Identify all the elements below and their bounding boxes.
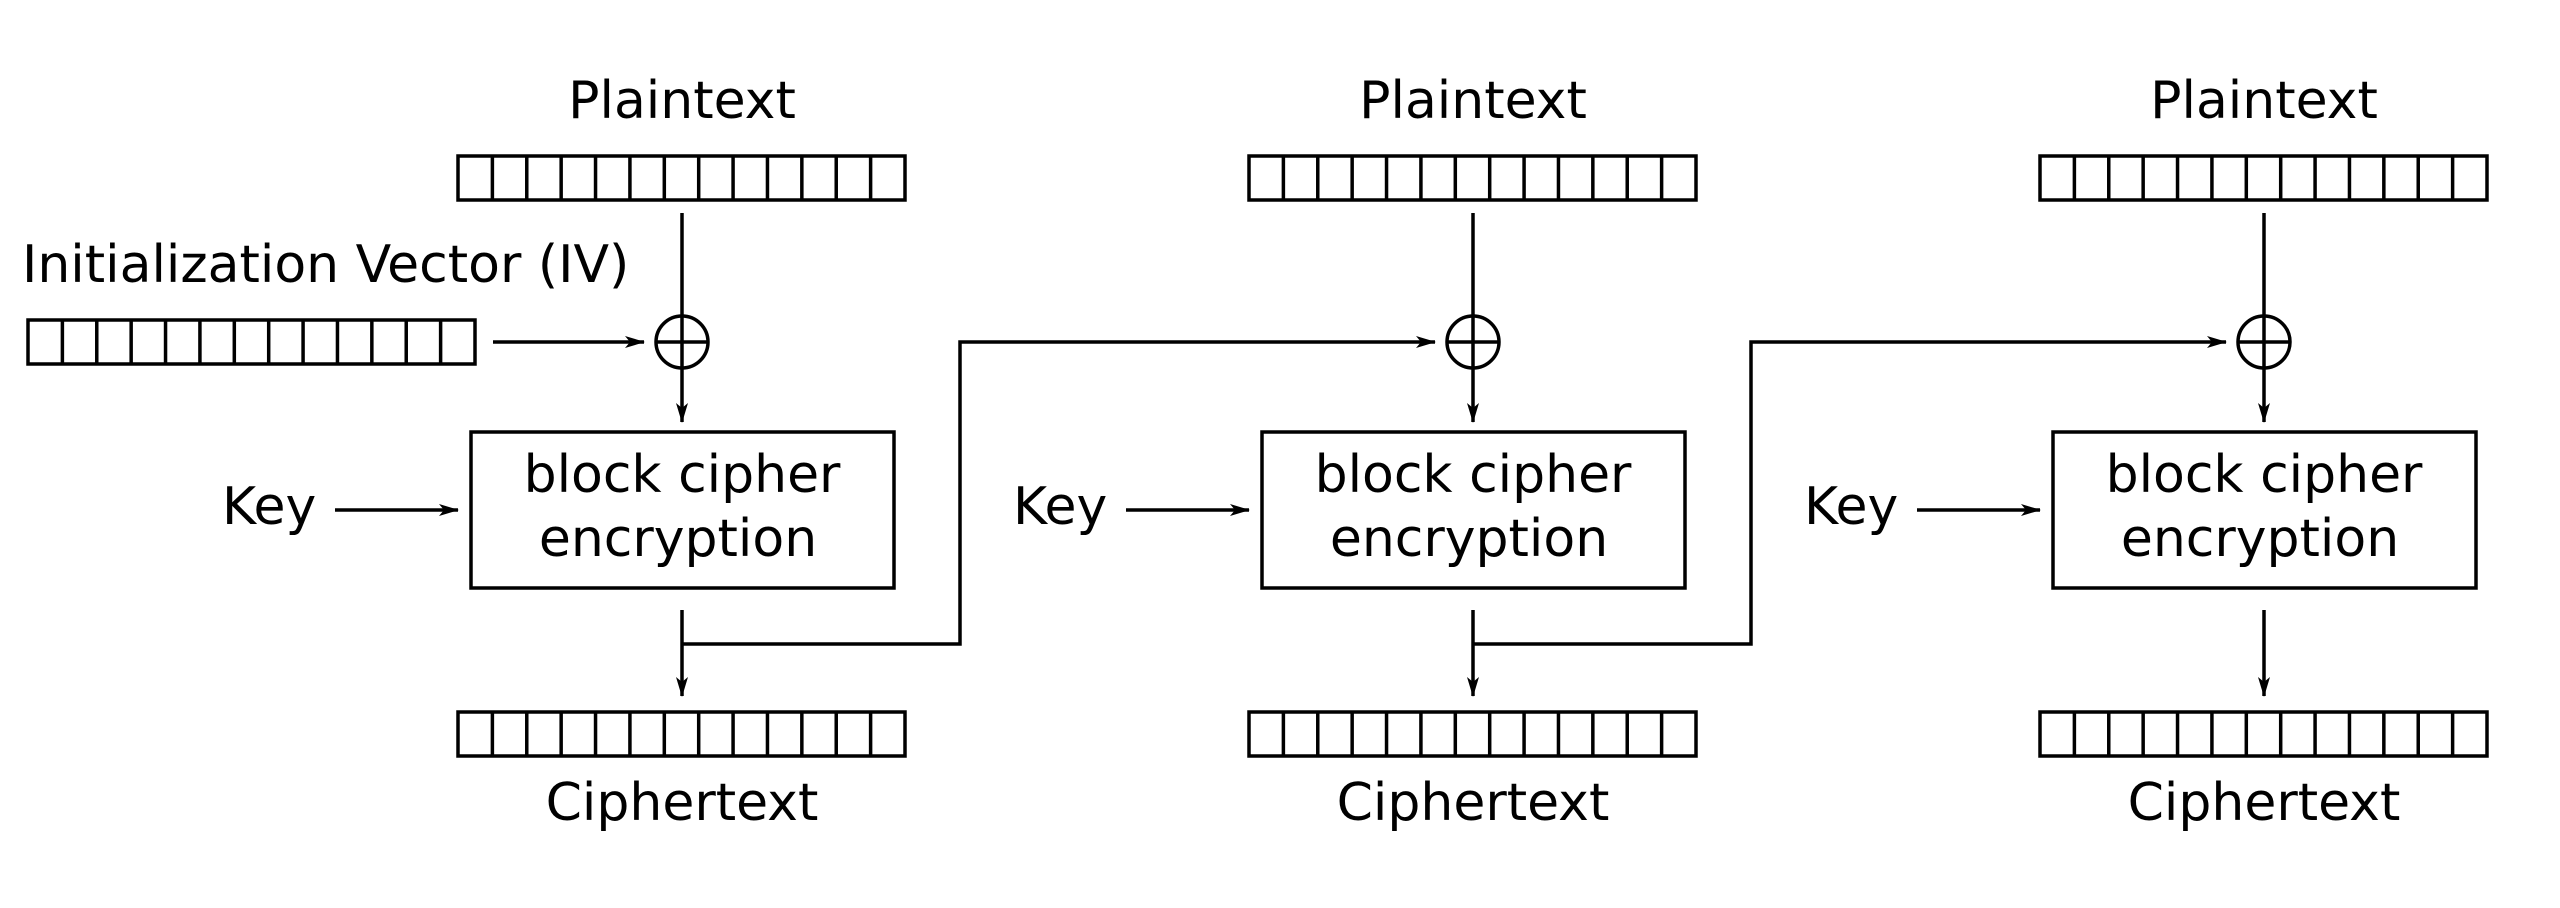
block-cipher-box bbox=[469, 430, 896, 590]
ciphertext-label: Ciphertext bbox=[2128, 773, 2401, 833]
cipher-label-line2: encryption bbox=[539, 509, 817, 569]
ciphertext-register bbox=[1247, 710, 1698, 758]
ciphertext-register bbox=[456, 710, 907, 758]
plaintext-label: Plaintext bbox=[1359, 71, 1587, 131]
plaintext-register bbox=[2038, 154, 2489, 202]
cipher-label-line1: block cipher bbox=[1315, 445, 1632, 505]
xor-icon bbox=[1445, 314, 1501, 370]
iv-label: Initialization Vector (IV) bbox=[22, 235, 629, 295]
iv-register-cells bbox=[26, 318, 477, 366]
cipher-label-line2: encryption bbox=[2121, 509, 2399, 569]
key-label: Key bbox=[1804, 477, 1898, 537]
plaintext-label: Plaintext bbox=[2150, 71, 2378, 131]
xor-icon bbox=[654, 314, 710, 370]
xor-icon bbox=[2236, 314, 2292, 370]
plaintext-label: Plaintext bbox=[568, 71, 796, 131]
block-cipher-box bbox=[1260, 430, 1687, 590]
cipher-label-line2: encryption bbox=[1330, 509, 1608, 569]
key-label: Key bbox=[1013, 477, 1107, 537]
ciphertext-label: Ciphertext bbox=[1337, 773, 1610, 833]
ciphertext-register bbox=[2038, 710, 2489, 758]
chain-feedback-arrow bbox=[1473, 336, 2227, 646]
chain-feedback-arrow bbox=[682, 336, 1436, 646]
key-label: Key bbox=[222, 477, 316, 537]
ciphertext-label: Ciphertext bbox=[546, 773, 819, 833]
plaintext-register bbox=[1247, 154, 1698, 202]
block-cipher-box bbox=[2051, 430, 2478, 590]
plaintext-register bbox=[456, 154, 907, 202]
cipher-label-line1: block cipher bbox=[524, 445, 841, 505]
iv-register bbox=[26, 318, 477, 366]
cipher-label-line1: block cipher bbox=[2106, 445, 2423, 505]
